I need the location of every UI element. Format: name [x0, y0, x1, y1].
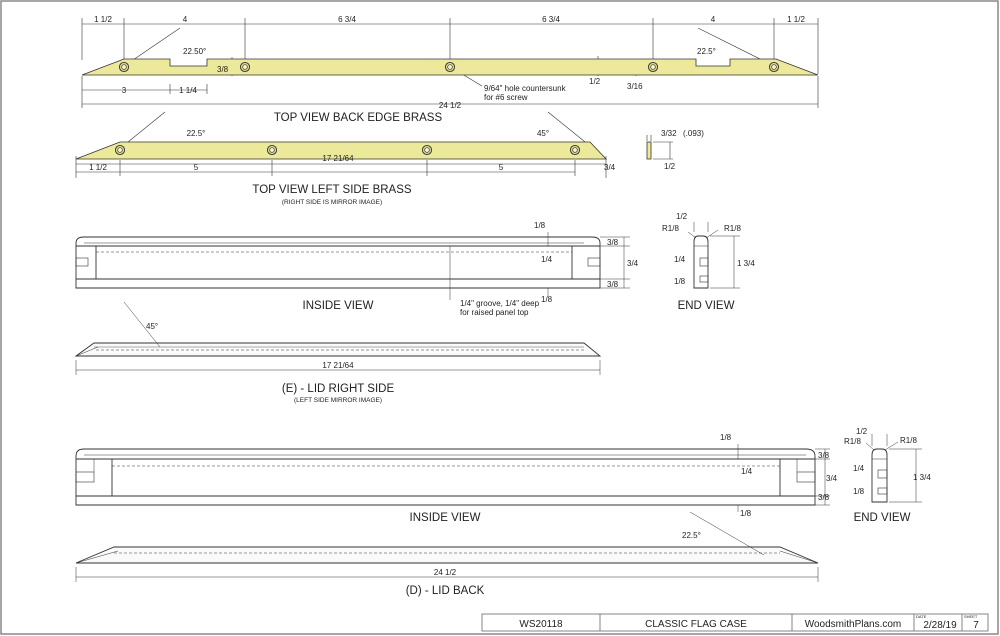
dim-label: 3/32 — [661, 129, 677, 138]
dim-label: 1/8 — [853, 487, 865, 496]
dim-label: 1/8 — [674, 277, 686, 286]
dim-label: 3/4 — [604, 163, 616, 172]
dim-label: 1 1/2 — [89, 163, 107, 172]
dim-label: 3/16 — [627, 82, 643, 91]
dim-label: 6 3/4 — [542, 15, 560, 24]
view-subtitle: (LEFT SIDE MIRROR IMAGE) — [294, 397, 382, 404]
dim-label: 1/2 — [589, 77, 601, 86]
view-title: (D) - LID BACK — [406, 585, 485, 597]
brass-thickness-detail — [646, 135, 673, 160]
dim-label: 1/2 — [664, 162, 676, 171]
inside-view-2-dims — [737, 444, 830, 512]
dim-label: 6 3/4 — [338, 15, 356, 24]
dim-label: 3/4 — [627, 259, 639, 268]
dim-label: 3 — [122, 86, 127, 95]
lid-back-dims — [75, 511, 819, 582]
dim-label: 1/2 — [676, 212, 688, 221]
view-subtitle: (RIGHT SIDE IS MIRROR IMAGE) — [282, 199, 382, 206]
lid-right-side-dims — [75, 301, 601, 375]
dim-label: 4 — [183, 15, 188, 24]
note-text: 1/4" groove, 1/4" deep — [460, 299, 540, 308]
end-view-2-dims — [865, 434, 922, 503]
sheet-number: 7 — [973, 620, 979, 631]
dim-label: 1/4 — [741, 467, 753, 476]
dim-label: 17 21/64 — [322, 361, 354, 370]
view-title: (E) - LID RIGHT SIDE — [282, 383, 395, 395]
dim-label: 3/8 — [607, 280, 619, 289]
note-text: for #6 screw — [484, 93, 528, 102]
view-title: INSIDE VIEW — [303, 300, 374, 312]
date-label: DATE — [916, 614, 927, 619]
angle-label: 45° — [146, 322, 158, 331]
inside-view-1 — [75, 236, 601, 289]
inside-view-1-dims — [449, 232, 630, 300]
dim-label: 24 1/2 — [439, 101, 462, 110]
dim-label: 3/8 — [818, 451, 830, 460]
view-title: END VIEW — [678, 300, 735, 312]
dim-label: 1/8 — [534, 221, 546, 230]
plan-number: WS20118 — [519, 619, 563, 630]
dim-label: (.093) — [683, 129, 704, 138]
dim-label: 1/4 — [674, 255, 686, 264]
end-view-1 — [693, 235, 709, 289]
angle-label: 45° — [537, 129, 549, 138]
dim-label: 5 — [194, 163, 199, 172]
end-view-2 — [871, 448, 888, 503]
dim-label: 1/4 — [541, 255, 553, 264]
angle-label: 22.50° — [183, 47, 206, 56]
dim-label: 1 1/2 — [787, 15, 805, 24]
plan-date: 2/28/19 — [923, 620, 957, 631]
plan-name: CLASSIC FLAG CASE — [645, 619, 747, 630]
lid-back-view — [75, 546, 819, 564]
title-block — [481, 613, 989, 632]
view-title: END VIEW — [854, 512, 911, 524]
radius-label: R1/8 — [900, 436, 917, 445]
angle-label: 22.5° — [187, 129, 206, 138]
dim-label: 1/2 — [856, 427, 868, 436]
dim-label: 1 1/4 — [179, 86, 197, 95]
radius-label: R1/8 — [724, 224, 741, 233]
view-title: TOP VIEW BACK EDGE BRASS — [274, 112, 443, 124]
note-text: for raised panel top — [460, 308, 529, 317]
dim-label: 3/8 — [607, 238, 619, 247]
sheet-label: SHEET — [964, 614, 978, 619]
angle-label: 22.5° — [682, 531, 701, 540]
side-brass-strip — [75, 141, 607, 160]
dim-label: 3/8 — [217, 65, 229, 74]
side-brass-dims — [75, 111, 607, 178]
lid-right-side-view — [74, 342, 602, 357]
view-title: TOP VIEW LEFT SIDE BRASS — [252, 184, 411, 196]
dim-label: 5 — [499, 163, 504, 172]
dim-label: 3/8 — [818, 493, 830, 502]
view-title: INSIDE VIEW — [410, 512, 481, 524]
dim-label: 24 1/2 — [434, 568, 457, 577]
note-text: 9/64" hole countersunk — [484, 84, 567, 93]
dim-label: 4 — [711, 15, 716, 24]
dim-label: 1/8 — [720, 433, 732, 442]
dim-label: 3/4 — [826, 474, 838, 483]
end-view-1-dims — [687, 222, 740, 289]
dim-label: 1 1/2 — [94, 15, 112, 24]
radius-label: R1/8 — [662, 224, 679, 233]
inside-view-2 — [75, 448, 816, 506]
dim-label: 1/4 — [853, 464, 865, 473]
radius-label: R1/8 — [844, 437, 861, 446]
dim-label: 1/8 — [740, 509, 752, 518]
back-edge-brass-view — [81, 18, 819, 108]
dim-label: 1/8 — [541, 295, 553, 304]
angle-label: 22.5° — [697, 47, 716, 56]
site-name: WoodsmithPlans.com — [805, 619, 902, 630]
dim-label: 17 21/64 — [322, 154, 354, 163]
dim-label: 1 3/4 — [737, 259, 755, 268]
dim-label: 1 3/4 — [913, 473, 931, 482]
